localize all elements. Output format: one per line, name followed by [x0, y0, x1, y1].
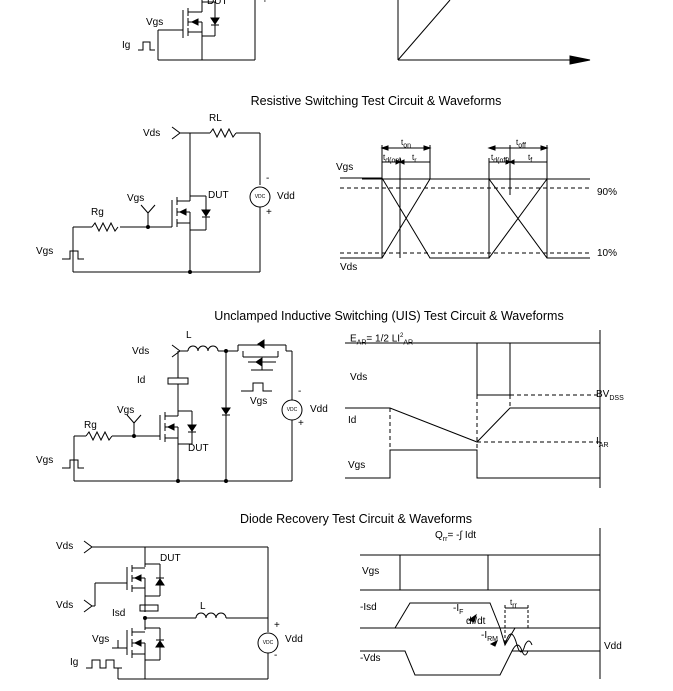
if-label: -IF [453, 603, 464, 616]
top-circuit [138, 0, 256, 61]
resistive-dut-label: DUT [208, 190, 229, 201]
diode-wave-vds-label: -Vds [360, 653, 381, 664]
uis-rg-label: Rg [84, 420, 97, 431]
uis-waveform [345, 330, 601, 488]
resistive-waveform [340, 145, 590, 259]
didt-label: dI/dt [466, 616, 486, 627]
diode-vds-top-label: Vds [56, 541, 74, 552]
tf-label: tf [528, 153, 533, 165]
diode-waveform [360, 528, 601, 679]
resistive-wave-vgs-label: Vgs [336, 162, 354, 173]
resistive-rg-label: Rg [91, 207, 104, 218]
bvdss-label: BVDSS [596, 389, 624, 402]
uis-circuit [62, 339, 303, 483]
diode-plus-label: + [274, 620, 280, 631]
trr-label: trr [510, 598, 517, 610]
top-vgs-label: Vgs [146, 17, 164, 28]
diode-l-label: L [200, 601, 206, 612]
resistive-vds-label: Vds [143, 128, 161, 139]
uis-vdc-label: VDC [286, 407, 298, 413]
ton-label: ton [401, 138, 412, 150]
toff-label: toff [516, 138, 526, 150]
top-ig-label: Ig [122, 40, 131, 51]
diode-ig-label: Ig [70, 657, 79, 668]
diode-vdc-label: VDC [262, 640, 274, 646]
isd-label: Isd [112, 608, 126, 619]
p10-label: 10% [597, 248, 618, 259]
uis-vdd-label: Vdd [310, 404, 328, 415]
uis-l-label: L [186, 330, 192, 341]
qrr-label: Qrr= -∫ Idt [435, 530, 477, 543]
diode-wave-vgs-label: Vgs [362, 566, 380, 577]
uis-vds-label: Vds [132, 346, 150, 357]
tdon-label: td(on) [383, 153, 402, 165]
resistive-section-title: Resistive Switching Test Circuit & Wavef… [250, 94, 502, 108]
tr-label: tr [412, 153, 417, 165]
uis-id-label: Id [137, 375, 146, 386]
uis-vgs-top-label: Vgs [250, 396, 268, 407]
resistive-vgs-label: Vgs [127, 193, 145, 204]
diode-circuit [83, 540, 279, 680]
diode-section-title: Diode Recovery Test Circuit & Waveforms [239, 512, 473, 526]
uis-wave-vgs-label: Vgs [348, 460, 366, 471]
diode-minus-label: - [274, 650, 278, 661]
diode-vgs-label: Vgs [92, 634, 110, 645]
resistive-vgs-pulse-label: Vgs [36, 246, 54, 257]
diode-wave-isd-label: -Isd [360, 602, 377, 613]
uis-wave-id-label: Id [348, 415, 357, 426]
top-plot [397, 0, 591, 65]
iar-label: IAR [596, 436, 609, 449]
resistive-minus-label: - [266, 173, 270, 184]
p90-label: 90% [597, 187, 618, 198]
uis-vgs-label: Vgs [117, 405, 135, 416]
diode-wave-vdd-label: Vdd [604, 641, 622, 652]
uis-plus-label: + [298, 418, 304, 429]
uis-minus-label: - [298, 386, 302, 397]
uis-section-title: Unclamped Inductive Switching (UIS) Test… [214, 309, 564, 323]
uis-dut-label: DUT [188, 443, 209, 454]
diode-vdd-label: Vdd [285, 634, 303, 645]
rl-label: RL [209, 113, 222, 124]
diode-dut-label: DUT [160, 553, 181, 564]
uis-vgs-pulse-label: Vgs [36, 455, 54, 466]
irm-label: -IRM [481, 630, 498, 643]
top-dut-label: DUT [207, 0, 228, 7]
resistive-circuit [62, 126, 271, 274]
resistive-wave-vds-label: Vds [340, 262, 358, 273]
resistive-vdd-label: Vdd [277, 191, 295, 202]
ear-label: EAR= 1/2 LI2AR [350, 333, 414, 347]
tdoff-label: td(off) [491, 153, 510, 165]
uis-wave-vds-label: Vds [350, 372, 368, 383]
diode-vds-mid-label: Vds [56, 600, 74, 611]
top-plus-label: + [262, 0, 268, 6]
resistive-plus-label: + [266, 207, 272, 218]
resistive-vdc-label: VDC [254, 194, 266, 200]
